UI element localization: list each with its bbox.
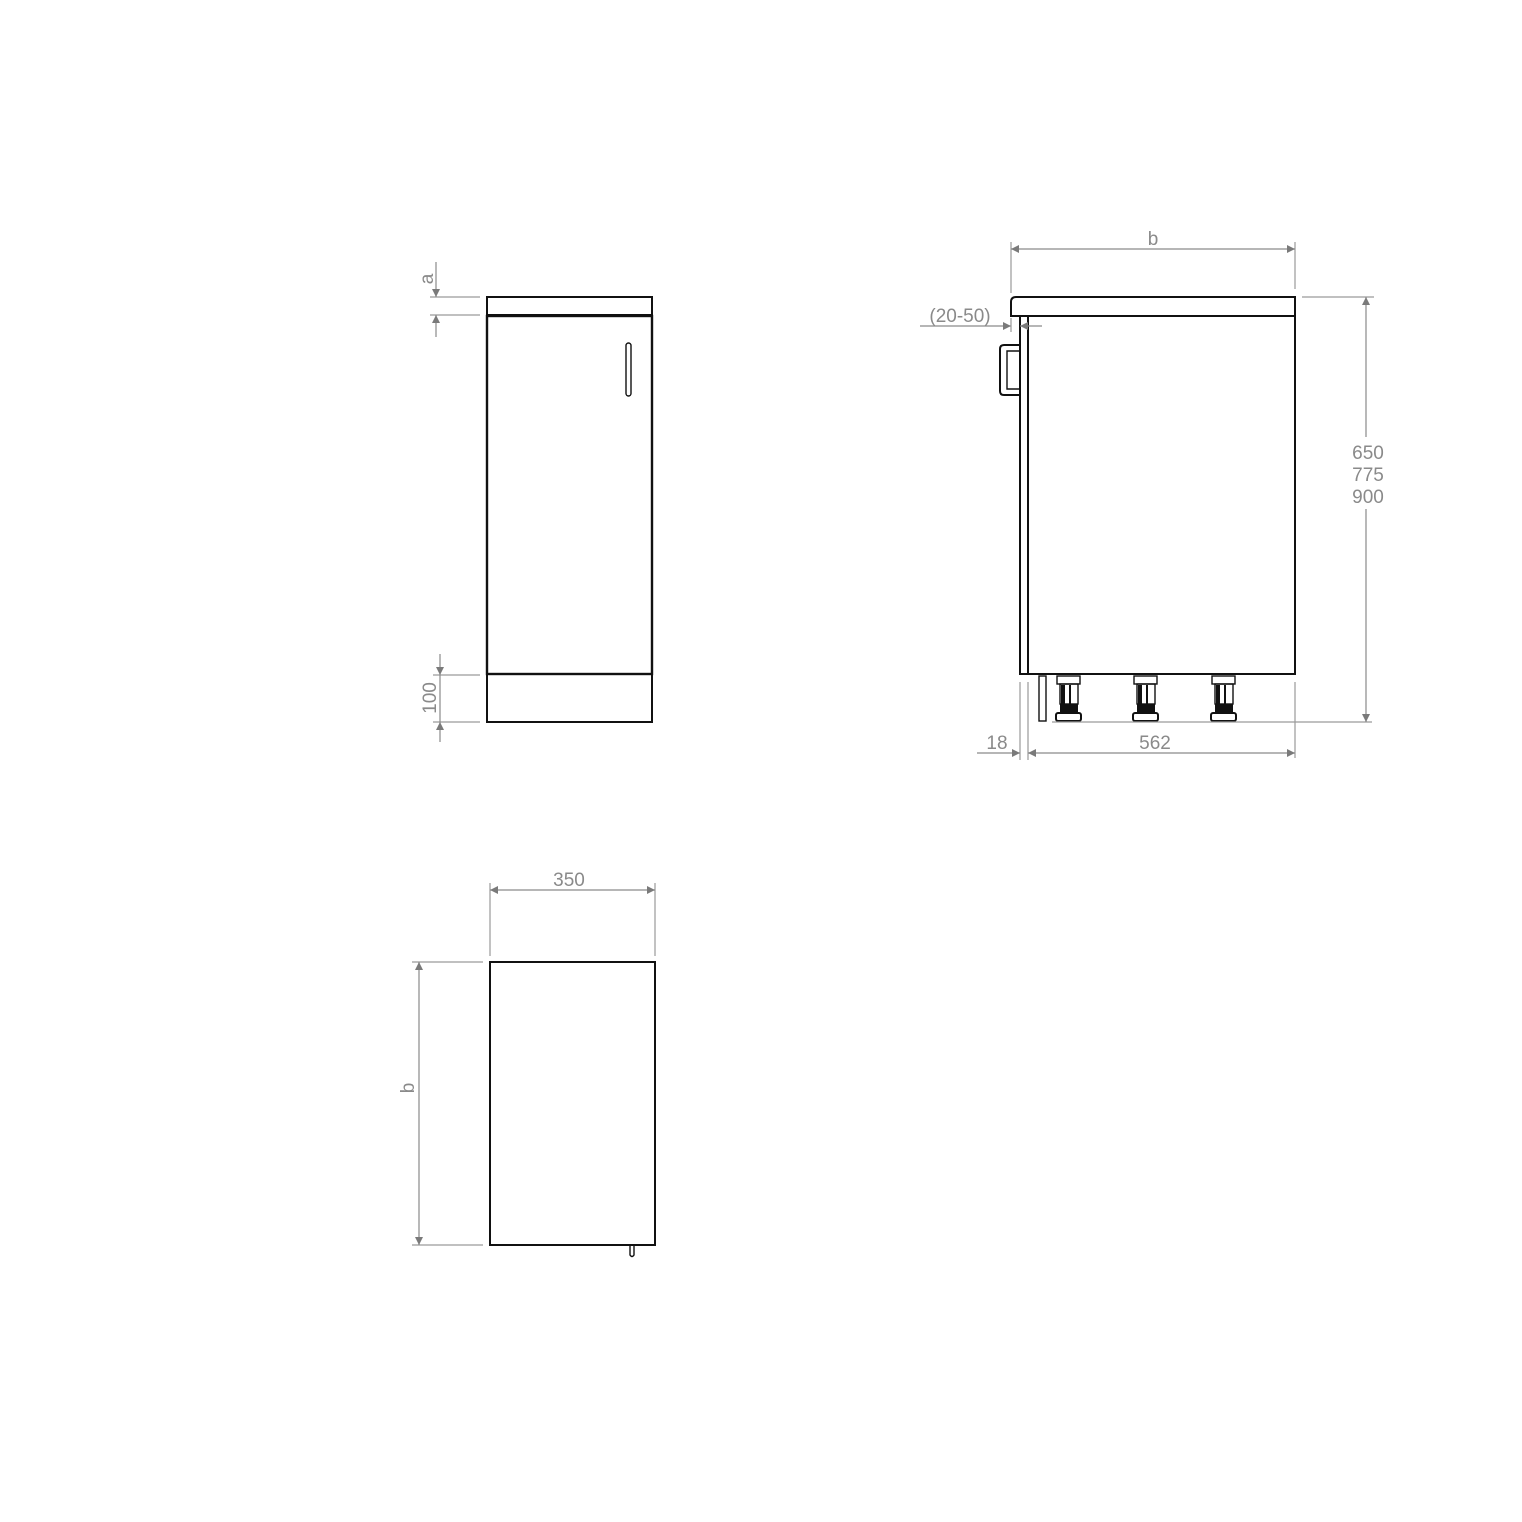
front-plinth <box>486 673 653 723</box>
dimension-a: a <box>417 262 480 337</box>
front-view: a 100 <box>417 262 654 742</box>
dimension-bottom: 18 562 <box>977 682 1295 760</box>
dim-height-775: 775 <box>1352 465 1384 486</box>
door-handle-icon <box>625 342 632 397</box>
side-carcass <box>1027 315 1296 675</box>
dim-height-900: 900 <box>1352 487 1384 508</box>
adjustable-leg-2 <box>1132 675 1159 722</box>
dimension-top-b: b <box>398 961 483 1246</box>
side-view: b (20-50) 650 775 900 <box>920 229 1384 760</box>
dimension-side-b: b <box>1010 229 1296 293</box>
top-handle-icon <box>629 1246 635 1258</box>
dim-350-label: 350 <box>553 870 585 891</box>
dim-handle-gap-label: (20-50) <box>929 306 990 327</box>
front-door <box>485 314 654 676</box>
dimension-handle-gap: (20-50) <box>920 306 1042 332</box>
dimension-plinth: 100 <box>420 654 480 742</box>
dim-562-label: 562 <box>1139 733 1171 754</box>
side-handle-icon <box>999 344 1020 396</box>
dim-a-label: a <box>417 273 438 284</box>
dimension-heights: 650 775 900 <box>1294 296 1384 758</box>
dim-100-label: 100 <box>420 682 441 714</box>
dim-b-label: b <box>1148 229 1159 250</box>
side-door-panel <box>1019 315 1029 675</box>
adjustable-leg-1 <box>1055 675 1082 722</box>
front-countertop <box>486 296 653 316</box>
side-plinth-board <box>1038 675 1047 722</box>
dimension-350: 350 <box>489 870 656 956</box>
side-countertop <box>1010 296 1296 317</box>
dim-top-b-label: b <box>398 1083 419 1094</box>
dim-height-650: 650 <box>1352 443 1384 464</box>
adjustable-leg-3 <box>1210 675 1237 722</box>
top-view: 350 b <box>398 870 656 1258</box>
dim-18-label: 18 <box>986 733 1007 754</box>
top-body <box>489 961 656 1246</box>
